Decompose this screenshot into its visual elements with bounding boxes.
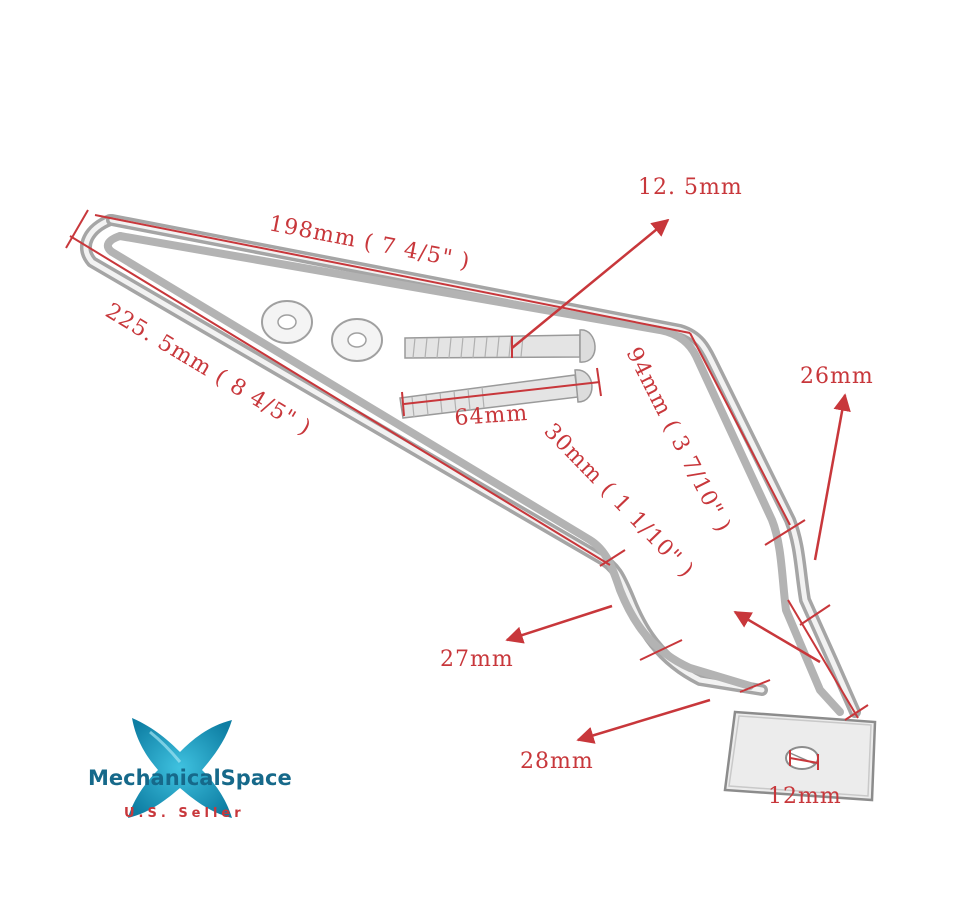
label-screw-diameter: 12. 5mm (638, 175, 743, 200)
arrow-26mm (813, 393, 851, 561)
arrow-28mm (576, 698, 711, 744)
dimension-arrows (505, 218, 851, 744)
bracket-frame (80, 214, 861, 718)
label-width-28: 28mm (520, 749, 594, 774)
logo-tagline: U.S. Seller (124, 806, 245, 821)
logo-name: MechanicalSpace (88, 766, 292, 790)
arrow-27mm (505, 604, 613, 644)
screw-short (399, 369, 593, 419)
arrow-12-5mm (511, 218, 670, 349)
washer-left (261, 300, 313, 344)
label-slot-width: 12mm (768, 784, 842, 809)
label-short-length: 64mm (454, 401, 529, 431)
logo: MechanicalSpace U.S. Seller (88, 718, 292, 821)
screw-long (404, 329, 596, 363)
arrow-30mm (733, 610, 821, 664)
x-mark-icon (128, 718, 232, 818)
dimension-lines (65, 209, 869, 770)
label-width-26: 26mm (800, 364, 874, 389)
washer-right (331, 318, 383, 362)
mounting-plate (723, 710, 877, 802)
label-width-27: 27mm (440, 647, 514, 672)
